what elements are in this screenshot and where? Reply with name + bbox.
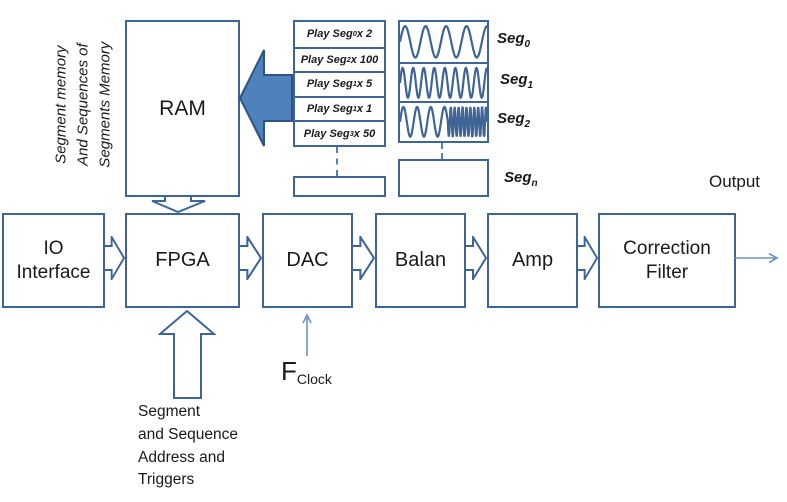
seg2-label: Seg2 [497, 110, 531, 130]
flow-arrow-amp-correction-icon [577, 236, 598, 280]
flow-arrow-dac-balan-icon [352, 236, 375, 280]
flow-arrow-fpga-dac-icon [239, 236, 262, 280]
block-fpga: FPGA [125, 213, 240, 308]
block-amp: Amp [487, 213, 578, 308]
address-triggers-up-arrow-icon [158, 310, 216, 399]
play-item-count: x 100 [350, 53, 379, 66]
block-io-interface: IO Interface [2, 213, 105, 308]
play-item-count: x 2 [356, 28, 373, 41]
seg0-waveform-icon [400, 22, 487, 62]
seg1-label: Seg1 [500, 71, 534, 91]
seg0-label: Seg0 [497, 30, 531, 50]
seg1-waveform-icon [400, 61, 487, 102]
seg2-waveform-icon [400, 101, 487, 141]
block-balan: Balan [375, 213, 466, 308]
play-item-count: x 5 [356, 78, 373, 91]
block-dac: DAC [262, 213, 353, 308]
flow-arrow-io-fpga-icon [104, 236, 125, 280]
fclock-label: FClock [281, 356, 332, 388]
play-item-text: Play Seg [306, 103, 353, 116]
play-item-text: Play Seg [303, 127, 350, 140]
address-triggers-label: Segment and Sequence Address and Trigger… [138, 403, 238, 489]
segn-label: Segn [504, 169, 538, 189]
output-arrow-icon [735, 252, 779, 264]
play-item-text: Play Seg [306, 78, 353, 91]
play-item-count: x 1 [356, 103, 373, 116]
output-label: Output [709, 172, 761, 191]
segment-waveform-stack [398, 20, 489, 143]
ram-block: RAM [125, 20, 240, 197]
playlist-dashed-connector [336, 147, 338, 176]
sequence-memory-box [293, 176, 386, 197]
flow-arrow-balan-amp-icon [465, 236, 487, 280]
playlist-to-ram-arrow-icon [238, 49, 293, 147]
ram-label: RAM [159, 96, 206, 120]
segn-memory-box [398, 159, 489, 197]
side-caption-text: Segment memory And Sequences of Segments… [52, 42, 113, 168]
play-item-count: x 50 [353, 127, 376, 140]
play-item-text: Play Seg [306, 28, 353, 41]
waveform-dashed-connector [441, 143, 443, 159]
block-correction-filter: Correction Filter [598, 213, 736, 308]
fclock-arrow-icon [302, 313, 312, 356]
ram-fpga-arrow-icon [151, 196, 206, 213]
play-item-text: Play Seg [300, 53, 347, 66]
